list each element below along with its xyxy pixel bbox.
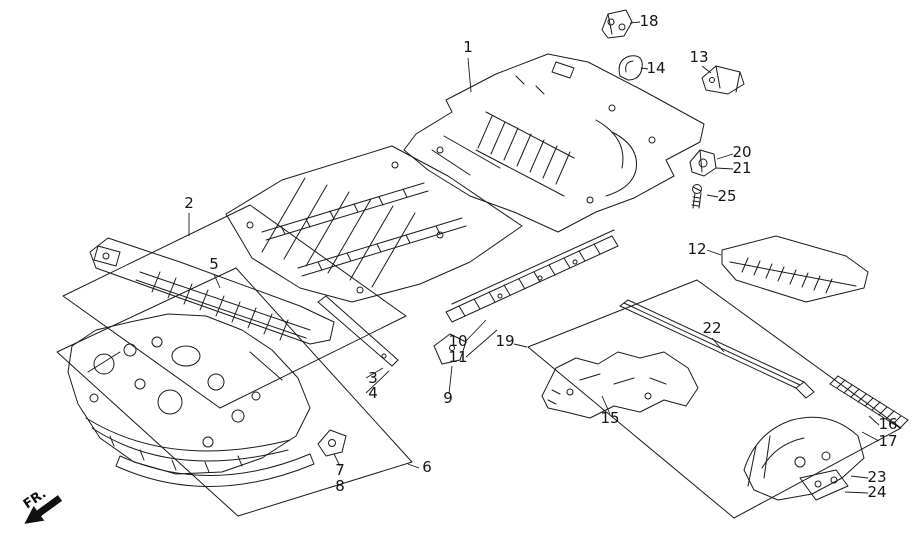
windshield-frame-strip-drawing bbox=[317, 295, 399, 367]
part-label-1: 1 bbox=[463, 38, 473, 56]
part-label-20: 20 bbox=[732, 143, 751, 161]
cowl-top-panel-drawing bbox=[89, 237, 335, 345]
part-label-22: 22 bbox=[702, 319, 721, 337]
part-label-5: 5 bbox=[209, 255, 219, 273]
fr-direction-indicator: FR. bbox=[21, 486, 63, 524]
rear-gusset-drawing bbox=[743, 416, 865, 501]
part-label-8: 8 bbox=[335, 477, 345, 495]
part-label-9: 9 bbox=[443, 389, 453, 407]
bracket-18-drawing bbox=[601, 9, 633, 39]
part-label-19: 19 bbox=[495, 332, 514, 350]
part-label-15: 15 bbox=[600, 409, 619, 427]
dash-lower-panel-drawing bbox=[67, 313, 315, 487]
rear-floor-panel-drawing bbox=[403, 53, 705, 233]
part-label-25: 25 bbox=[717, 187, 736, 205]
part-label-6: 6 bbox=[422, 458, 432, 476]
bracket-13-drawing bbox=[701, 65, 745, 95]
front-floor-panel-drawing bbox=[225, 145, 523, 303]
shelf-support-bar-drawing bbox=[619, 299, 815, 399]
part-label-13: 13 bbox=[689, 48, 708, 66]
part-label-11: 11 bbox=[448, 348, 467, 366]
part-label-23: 23 bbox=[867, 468, 886, 486]
rear-tray-panel-drawing bbox=[721, 235, 869, 303]
part-label-17: 17 bbox=[878, 432, 897, 450]
bolt-25-drawing bbox=[691, 184, 702, 209]
part-number-labels: 1 2 3 4 5 6 7 8 9 10 11 12 13 14 15 16 1… bbox=[184, 12, 897, 501]
dash-lower-group-box bbox=[56, 267, 413, 517]
part-label-3: 3 bbox=[368, 369, 378, 387]
dash-upper-group-box bbox=[62, 204, 407, 409]
rear-group-box bbox=[527, 279, 902, 519]
part-label-24: 24 bbox=[867, 483, 886, 501]
dash-bracket-drawing bbox=[317, 429, 347, 457]
part-label-12: 12 bbox=[687, 240, 706, 258]
part-label-4: 4 bbox=[368, 384, 378, 402]
bracket-20-21-drawing bbox=[689, 149, 717, 177]
part-label-2: 2 bbox=[184, 194, 194, 212]
fr-arrow-icon bbox=[24, 495, 63, 524]
side-sill-drawing bbox=[433, 229, 619, 365]
rear-panel-drawing bbox=[541, 351, 699, 419]
part-label-18: 18 bbox=[639, 12, 658, 30]
part-label-10: 10 bbox=[448, 332, 467, 350]
part-label-16: 16 bbox=[878, 415, 897, 433]
part-label-7: 7 bbox=[335, 461, 345, 479]
side-stiffener-strip-drawing bbox=[829, 375, 909, 429]
clip-14-drawing bbox=[618, 55, 643, 81]
part-label-14: 14 bbox=[646, 59, 665, 77]
callout-leader-lines bbox=[188, 21, 880, 494]
part-label-21: 21 bbox=[732, 159, 751, 177]
